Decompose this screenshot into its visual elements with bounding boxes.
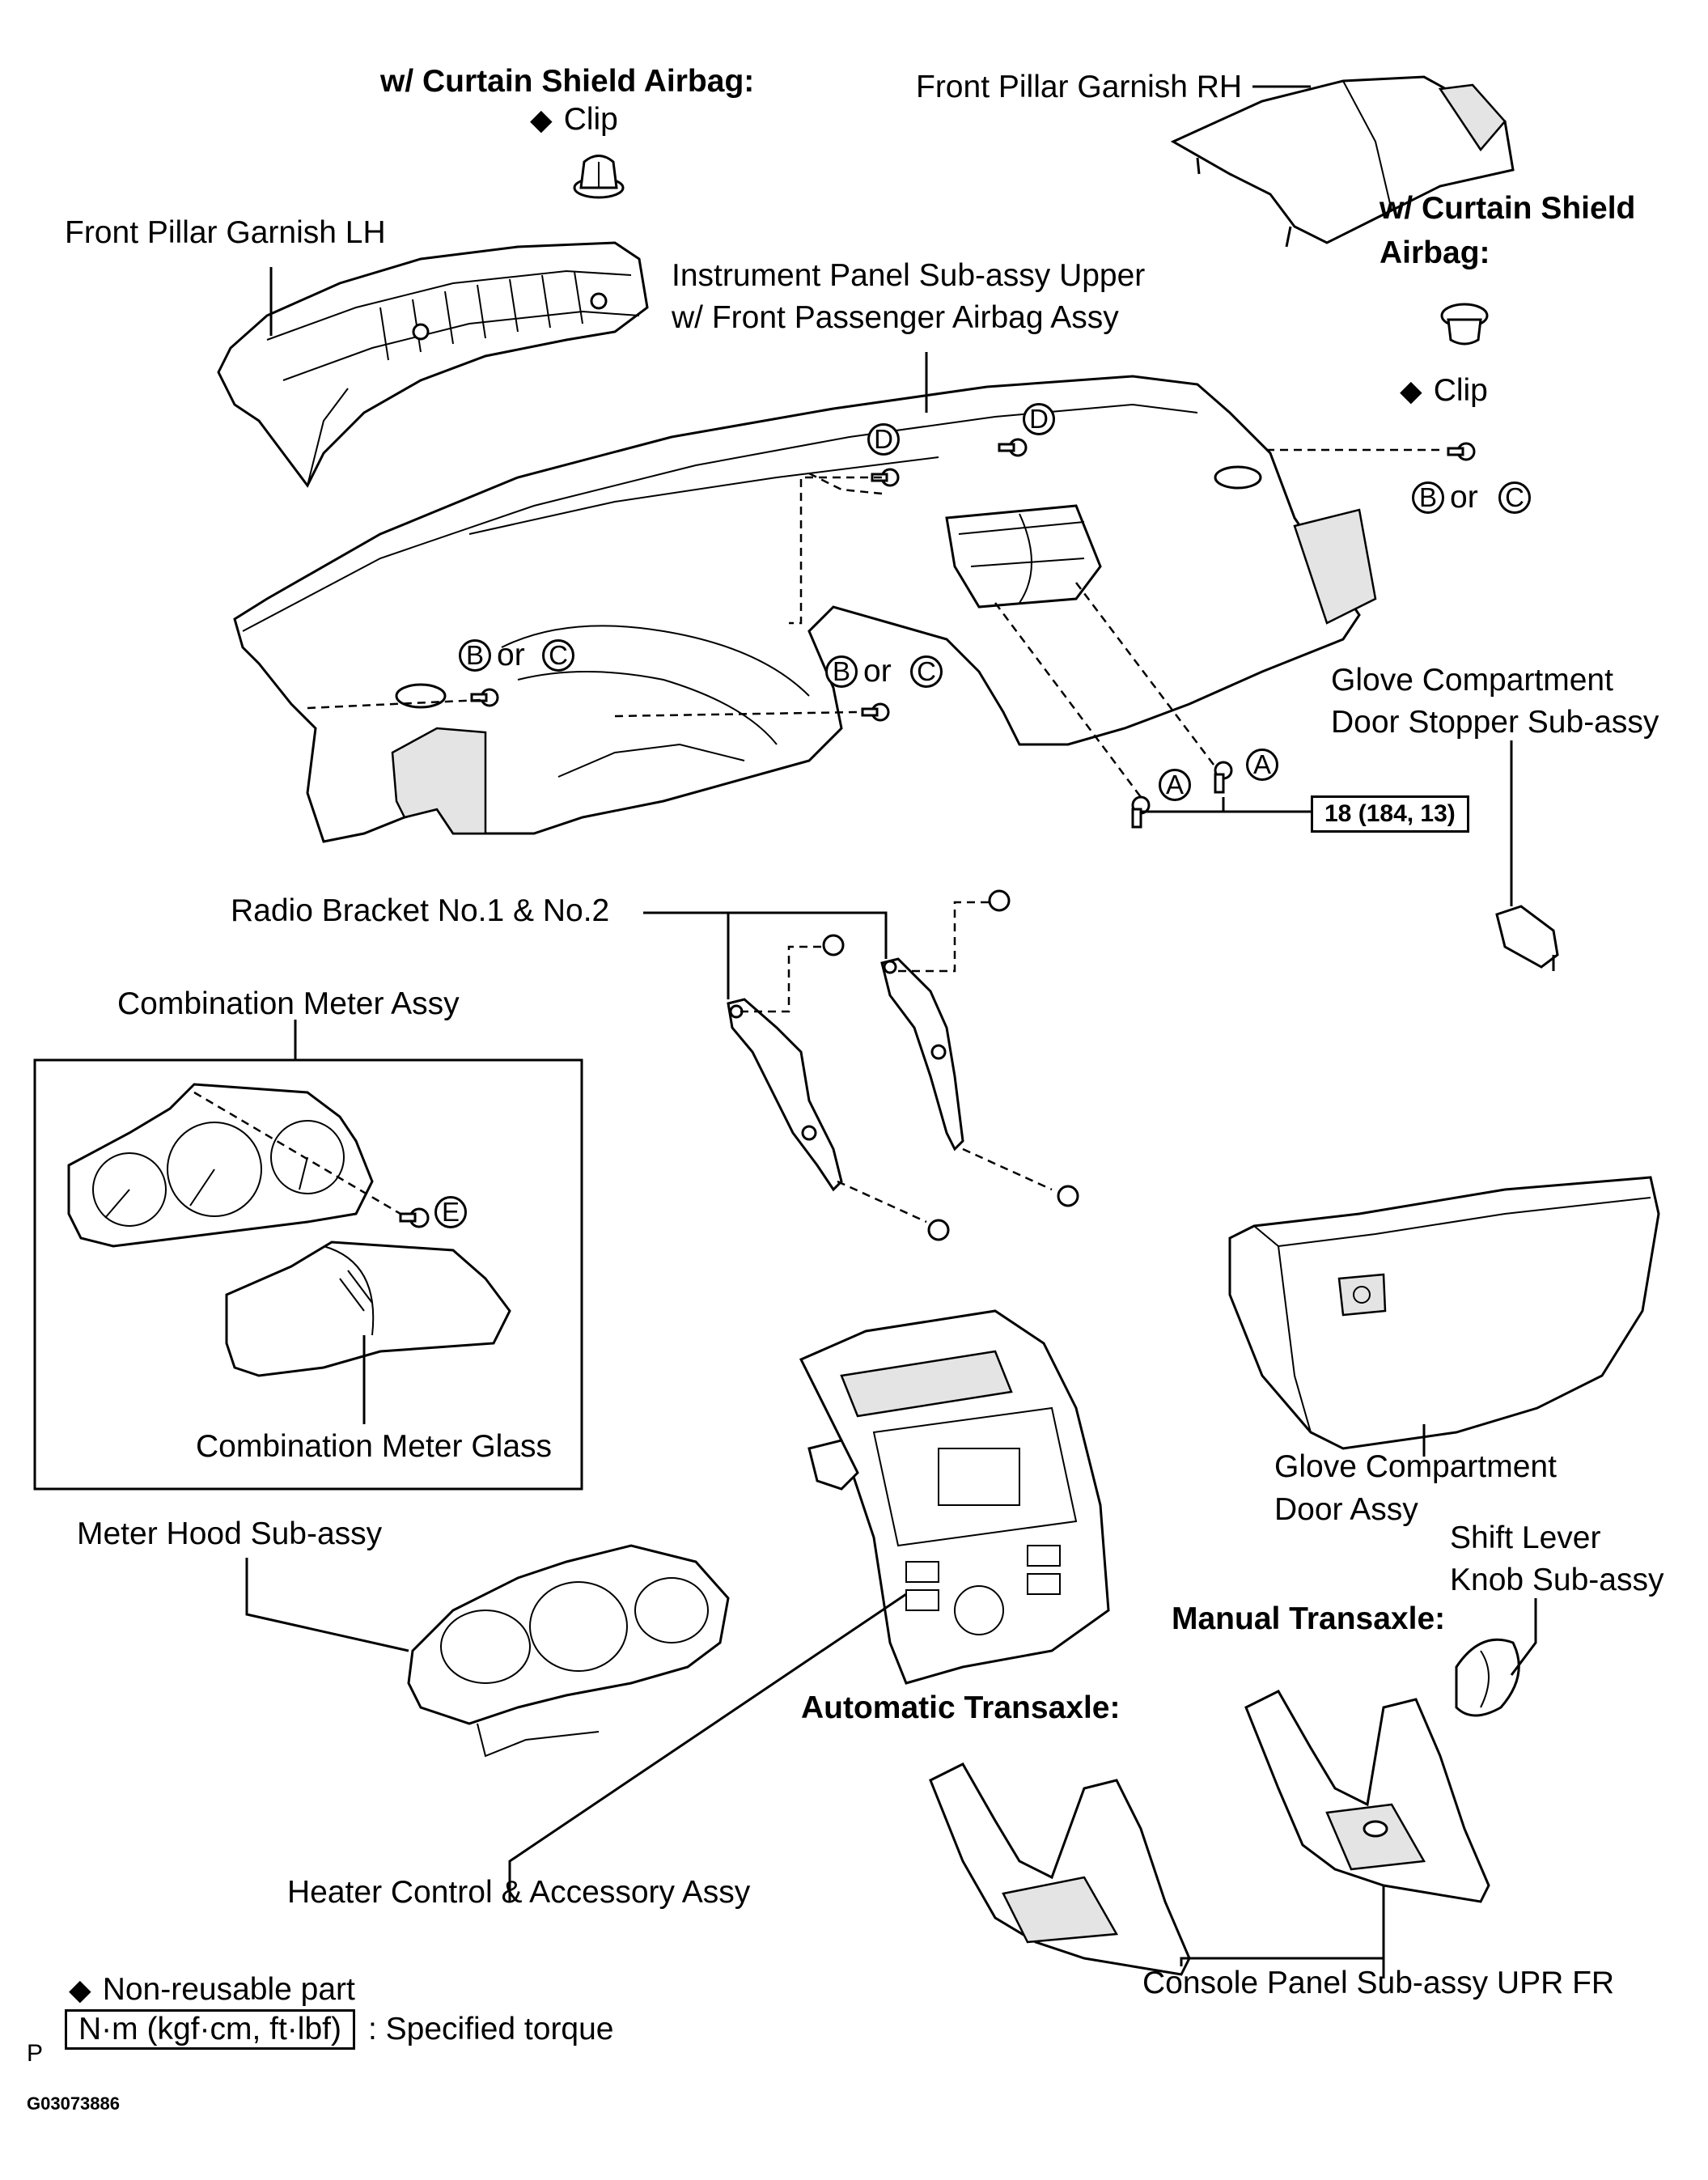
fastener-letter-c-right: C <box>1498 481 1531 514</box>
legend-torque-units-box: N·m (kgf·cm, ft·lbf) <box>65 2009 355 2050</box>
fastener-letter-b-left: B <box>459 639 491 672</box>
fastener-letter-a-right: A <box>1246 749 1278 781</box>
label-curtain-right-title-1: w/ Curtain Shield <box>1380 191 1636 226</box>
label-combination-meter: Combination Meter Assy <box>117 986 460 1021</box>
instrument-panel-upper <box>233 375 1377 843</box>
label-curtain-left-title: w/ Curtain Shield Airbag: <box>380 64 755 99</box>
clip-label-text: Clip <box>563 102 618 137</box>
label-meter-hood: Meter Hood Sub-assy <box>77 1516 383 1551</box>
combination-meter-part <box>67 1083 374 1248</box>
clip-right-part <box>1440 303 1489 346</box>
label-curtain-left-clip: ◆ Clip <box>530 101 618 139</box>
legend-non-reusable-text: Non-reusable part <box>102 1972 355 2007</box>
clip-label-text: Clip <box>1433 373 1488 408</box>
legend-torque: N·m (kgf·cm, ft·lbf) : Specified torque <box>65 2009 614 2050</box>
leader-meter-hood <box>245 1558 409 1652</box>
combination-meter-glass-part <box>225 1241 511 1377</box>
figure-code: G03073886 <box>27 2093 120 2114</box>
label-heater-control: Heater Control & Accessory Assy <box>287 1875 751 1910</box>
meter-screw <box>399 1207 430 1228</box>
label-console-panel: Console Panel Sub-assy UPR FR <box>1142 1966 1615 2000</box>
non-reusable-diamond-icon: ◆ <box>530 103 553 136</box>
fastener-dashed-leaders <box>307 448 1440 798</box>
legend-specified-torque-text: : Specified torque <box>367 2012 614 2046</box>
front-pillar-garnish-lh <box>217 241 649 488</box>
label-instrument-panel-1: Instrument Panel Sub-assy Upper <box>672 258 1146 293</box>
legend-non-reusable: ◆ Non-reusable part <box>69 1971 355 2009</box>
label-front-pillar-rh: Front Pillar Garnish RH <box>916 70 1243 104</box>
fastener-letter-b-center: B <box>825 655 858 688</box>
legend-prefix: P <box>27 2040 44 2067</box>
label-shift-knob-2: Knob Sub-assy <box>1450 1563 1664 1597</box>
label-glove-stopper-1: Glove Compartment <box>1331 663 1613 698</box>
glove-door-part <box>1228 1176 1660 1450</box>
fastener-or-center: or <box>863 654 892 689</box>
label-radio-bracket: Radio Bracket No.1 & No.2 <box>231 893 610 928</box>
clip-left-part <box>573 155 625 199</box>
leader-console-panel <box>1180 1885 1385 1966</box>
fastener-letter-b-right: B <box>1412 481 1444 514</box>
label-curtain-right-clip: ◆ Clip <box>1400 372 1488 410</box>
meter-hood-part <box>407 1544 730 1758</box>
fastener-letter-d-right: D <box>1023 403 1055 435</box>
fastener-letter-c-center: C <box>910 655 943 688</box>
label-glove-door-2: Door Assy <box>1274 1492 1418 1527</box>
fastener-or-right: or <box>1450 480 1478 515</box>
glove-stopper-part <box>1495 905 1559 971</box>
label-glove-door-1: Glove Compartment <box>1274 1449 1557 1484</box>
fastener-letter-c-left: C <box>542 639 574 672</box>
non-reusable-diamond-icon: ◆ <box>69 1973 91 2006</box>
torque-leader <box>1139 797 1311 817</box>
label-glove-stopper-2: Door Stopper Sub-assy <box>1331 705 1659 740</box>
non-reusable-diamond-icon: ◆ <box>1400 374 1422 407</box>
console-panel-automatic <box>929 1762 1191 1976</box>
label-curtain-right-title-2: Airbag: <box>1380 235 1490 270</box>
shift-knob-part <box>1455 1638 1520 1717</box>
fastener-letter-a-left: A <box>1159 769 1191 801</box>
label-combination-glass: Combination Meter Glass <box>196 1429 553 1464</box>
console-panel-manual <box>1244 1690 1490 1903</box>
fastener-or-left: or <box>497 638 525 672</box>
label-front-pillar-lh: Front Pillar Garnish LH <box>65 215 386 250</box>
label-automatic-transaxle: Automatic Transaxle: <box>801 1690 1121 1725</box>
leader-shift-knob <box>1510 1598 1537 1676</box>
label-instrument-panel-2: w/ Front Passenger Airbag Assy <box>672 300 1119 335</box>
fastener-letter-e: E <box>434 1196 467 1228</box>
leader-radio-bracket <box>643 911 888 959</box>
meter-dashed-leader <box>193 1091 401 1215</box>
front-pillar-garnish-rh <box>1170 75 1515 248</box>
combination-meter-frame <box>33 1058 583 1491</box>
radio-brackets <box>727 957 964 1192</box>
heater-control-part <box>799 1309 1110 1685</box>
label-manual-transaxle: Manual Transaxle: <box>1172 1601 1446 1636</box>
radio-bracket-bolts <box>740 889 1079 1241</box>
fastener-letter-d-left: D <box>867 423 900 456</box>
leader-heater-control <box>508 1593 907 1902</box>
torque-value-box: 18 (184, 13) <box>1311 795 1469 833</box>
label-shift-knob-1: Shift Lever <box>1450 1520 1601 1555</box>
